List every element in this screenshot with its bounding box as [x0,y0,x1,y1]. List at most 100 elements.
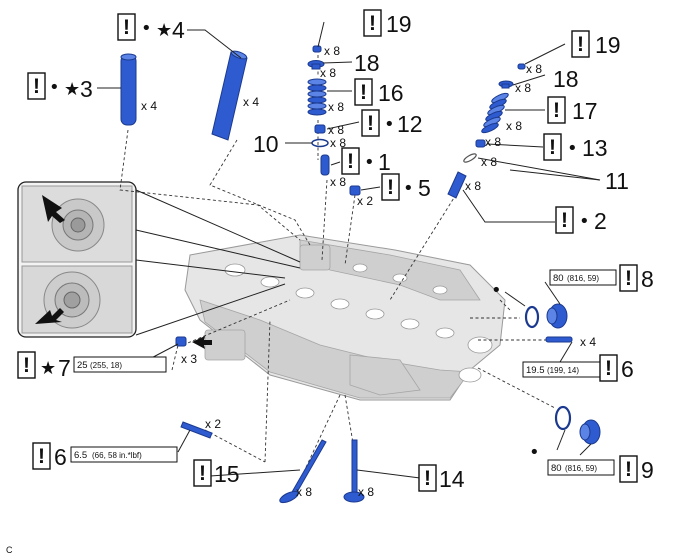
callout-number: 15 [214,461,240,487]
part-1-guide [320,154,330,176]
callout-number: 7 [58,355,71,381]
callout-2: ! • 2 [555,206,607,234]
svg-text:25: 25 [77,360,88,371]
part-12-seal-left [314,124,326,134]
part-18-retainer-right [498,80,514,89]
part-17-spring [481,92,509,134]
svg-text:!: ! [199,462,206,485]
caution-box-icon [619,264,638,292]
callout-4: ! • ★ 4 [117,13,185,43]
quantity-label: x 8 [465,179,481,193]
callout-19-right: ! 19 [571,30,621,58]
svg-text:19.5: 19.5 [526,365,545,376]
svg-text:80: 80 [551,463,562,474]
part-16-spring [307,78,327,116]
svg-text:!: ! [577,33,584,56]
svg-text:!: ! [625,267,632,290]
callout-number: 17 [572,98,598,124]
part-18-retainer-left [307,60,325,70]
callout-8: • 80 (816, 59) ! 8 [491,264,654,301]
callout-13: ! • 13 [543,133,608,161]
svg-text:!: ! [387,176,394,199]
svg-text:(816, 59): (816, 59) [567,274,599,283]
callout-number: 6 [54,444,67,470]
callout-11: 11 [605,168,629,194]
svg-text:6.5: 6.5 [74,450,87,461]
quantity-label: x 3 [181,352,197,366]
torque-box [70,446,178,463]
part-19-keeper-left [312,45,322,53]
part-11-ring [463,153,477,163]
part-8-plug [546,303,568,329]
part-6-stud-right [545,336,573,343]
new-part-dot-icon: • [529,442,540,463]
new-part-dot-icon: • [579,211,590,232]
part-13-seal-right [475,139,486,148]
callout-number: 8 [641,266,654,292]
caution-box-icon [341,147,360,175]
callout-12: ! • 12 [361,109,423,137]
quantity-label: x 4 [243,95,259,109]
svg-text:(66, 58 in.*lbf): (66, 58 in.*lbf) [92,451,142,460]
callout-1: ! • 1 [341,147,391,175]
callout-7: ! ★ 7 25 (255, 18) x 3 [17,351,197,381]
assembly-guide-lines [119,55,556,481]
part-15-valve [279,439,327,504]
cylinder-head-ports [204,244,493,383]
arrow-icon [35,308,64,324]
detail-inset [17,181,301,338]
callout-number: 14 [439,466,465,492]
caution-box-icon [619,455,638,483]
callout-number: 19 [595,32,621,58]
svg-text:!: ! [38,445,45,468]
svg-text:!: ! [33,75,40,98]
quantity-label: x 2 [205,417,221,431]
quantity-label: x 2 [357,194,373,208]
callout-6-left: ! 6 6.5 (66, 58 in.*lbf) x 2 [32,417,221,470]
quantity-label: x 8 [526,62,542,76]
quantity-label: x 4 [580,335,596,349]
callout-6-right: x 4 19.5 (199, 14) ! 6 [522,335,634,382]
svg-text:!: ! [367,112,374,135]
quantity-label: x 8 [328,100,344,114]
part-6-stud-left [180,421,213,439]
callout-14: ! 14 x 8 [358,464,465,499]
callout-18-left: 18 [354,50,380,76]
svg-text:!: ! [549,136,556,159]
caution-box-icon [27,72,46,100]
new-part-dot-icon: • [491,280,502,301]
part-7-bolt [175,336,212,349]
part-9-plug [579,419,601,445]
svg-text:!: ! [123,16,130,39]
callout-number: 5 [418,175,431,201]
svg-text:!: ! [561,209,568,232]
callout-17: ! 17 [547,96,598,124]
callout-number: 2 [594,208,607,234]
part-9-gasket [554,405,572,431]
caution-box-icon [32,442,51,470]
svg-text:(816, 59): (816, 59) [565,464,597,473]
quantity-label: x 8 [506,119,522,133]
precoated-star-icon: ★ [64,79,80,100]
callout-3: ! • ★ 3 [27,72,93,102]
svg-text:!: ! [23,354,30,377]
svg-text:(255, 18): (255, 18) [90,361,122,370]
callout-number: 4 [172,17,185,43]
quantity-label: x 4 [141,99,157,113]
part-14-valve [343,439,365,503]
new-part-dot-icon: • [141,18,152,39]
svg-text:!: ! [424,467,431,490]
svg-text:!: ! [360,81,367,104]
caution-box-icon [354,78,373,106]
caution-box-icon [418,464,437,492]
callout-number: 16 [378,80,404,106]
leader-lines [97,21,601,479]
quantity-label: x 8 [358,485,374,499]
svg-text:!: ! [347,150,354,173]
part-19-keeper-right [517,63,526,70]
new-part-dot-icon: • [384,114,395,135]
figure-code: C [6,545,13,555]
cylinder-head [184,234,506,401]
callout-18-right: 18 [553,66,579,92]
